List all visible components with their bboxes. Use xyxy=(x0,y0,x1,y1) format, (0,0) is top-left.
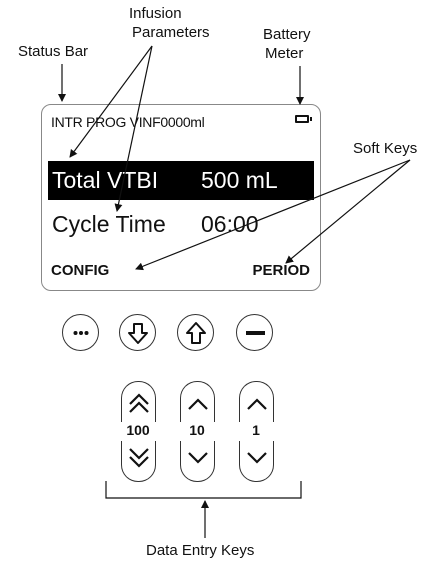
step-label-10: 10 xyxy=(189,422,205,438)
infusion-parameters-line2: Parameters xyxy=(132,24,210,41)
total-vtbi-value: 500 mL xyxy=(201,167,278,193)
up-arrow-button[interactable] xyxy=(177,314,214,351)
battery-tip xyxy=(310,117,312,121)
softkey-config[interactable]: CONFIG xyxy=(51,262,110,279)
minus-button[interactable] xyxy=(236,314,273,351)
device-display: INTR PROG VINF0000ml Total VTBI 500 mL C… xyxy=(41,104,321,291)
soft-keys-callout: Soft Keys xyxy=(353,140,418,157)
chevron-up-icon xyxy=(247,398,267,410)
total-vtbi-row[interactable]: Total VTBI 500 mL xyxy=(48,161,314,200)
down-arrow-button[interactable] xyxy=(119,314,156,351)
minus-icon xyxy=(246,331,265,335)
increment-10-button[interactable] xyxy=(180,381,215,422)
step-label-100: 100 xyxy=(126,422,150,438)
battery-fill xyxy=(297,117,307,121)
data-entry-keys-callout: Data Entry Keys xyxy=(146,542,255,559)
decrement-1-button[interactable] xyxy=(239,441,274,482)
decrement-10-button[interactable] xyxy=(180,441,215,482)
battery-meter-line2: Meter xyxy=(265,45,304,62)
infusion-parameters-callout: Infusion Parameters xyxy=(128,4,224,42)
ellipsis-icon xyxy=(73,331,89,335)
battery-meter-line1: Battery xyxy=(263,26,311,43)
data-entry-bracket xyxy=(105,481,302,499)
battery-icon xyxy=(295,115,312,123)
decrement-100-button[interactable] xyxy=(121,441,156,482)
increment-100-button[interactable] xyxy=(121,381,156,422)
infusion-parameters-line1: Infusion xyxy=(129,5,182,22)
status-bar: INTR PROG VINF0000ml xyxy=(51,114,205,130)
step-label-1: 1 xyxy=(252,422,260,438)
arrow-up-icon xyxy=(186,322,206,344)
cycle-time-row[interactable]: Cycle Time 06:00 xyxy=(48,205,314,243)
softkey-period[interactable]: PERIOD xyxy=(252,262,310,279)
chevron-down-icon xyxy=(247,452,267,464)
double-chevron-up-icon xyxy=(129,393,149,413)
battery-meter-callout: Battery Meter xyxy=(263,25,311,63)
arrow-down-icon xyxy=(128,323,148,344)
cycle-time-value: 06:00 xyxy=(201,211,259,237)
more-options-button[interactable] xyxy=(62,314,99,351)
double-chevron-down-icon xyxy=(129,448,149,468)
chevron-down-icon xyxy=(188,452,208,464)
status-bar-callout: Status Bar xyxy=(18,43,89,60)
cycle-time-label: Cycle Time xyxy=(52,211,166,237)
chevron-up-icon xyxy=(188,398,208,410)
total-vtbi-label: Total VTBI xyxy=(52,167,159,193)
increment-1-button[interactable] xyxy=(239,381,274,422)
